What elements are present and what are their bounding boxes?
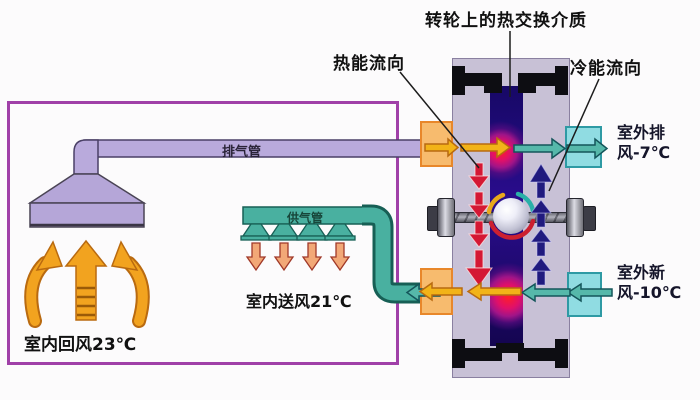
- label-indoor-supply-air: 室内送风21℃: [246, 292, 352, 311]
- label-supply-duct: 供气管: [287, 211, 324, 225]
- unit-flange: [518, 73, 559, 86]
- wheel-hub-sphere: [493, 198, 529, 234]
- leader-lines: [399, 31, 600, 192]
- warm-air-arrows-top: [424, 136, 512, 159]
- unit-flange: [496, 343, 524, 353]
- right-arrow-icon: [424, 137, 460, 158]
- label-outdoor-fresh: 室外新 风-10℃: [617, 263, 682, 302]
- down-arrow-icon: [301, 242, 323, 272]
- right-arrow-icon: [513, 137, 567, 160]
- rotation-ring-icon: [486, 191, 536, 240]
- label-cold-energy-flow: 冷能流向: [570, 59, 642, 79]
- left-arrow-icon: [566, 282, 613, 303]
- axle-bearing-left: [437, 198, 455, 237]
- down-arrow-icon: [245, 242, 267, 272]
- warm-air-arrows-bottom: [418, 281, 522, 302]
- supply-pipe: [360, 204, 420, 304]
- left-arrow-icon: [418, 281, 463, 302]
- room-outline: [7, 101, 399, 365]
- leader-line-cold-flow: [548, 78, 600, 192]
- cool-air-arrows-bottom: [405, 282, 613, 303]
- left-arrow-icon: [520, 282, 571, 303]
- down-arrow-icon: [329, 242, 351, 272]
- up-arrowhead-icon: [35, 240, 64, 271]
- label-hot-energy-flow: 热能流向: [333, 54, 405, 74]
- exhaust-pipe: [73, 139, 423, 175]
- up-arrow-icon: [64, 239, 108, 321]
- label-indoor-return-air: 室内回风23℃: [24, 335, 137, 355]
- unit-flange: [461, 348, 502, 361]
- left-arrow-icon: [466, 281, 522, 302]
- axle-bearing-right: [566, 198, 584, 237]
- unit-flange: [484, 85, 502, 93]
- label-outdoor-exhaust: 室外排 风-7℃: [617, 123, 671, 162]
- exhaust-hood: [27, 173, 147, 228]
- label-wheel-medium: 转轮上的热交换介质: [425, 11, 587, 31]
- label-exhaust-duct: 排气管: [222, 145, 262, 160]
- leader-line-hot-flow: [399, 71, 480, 169]
- up-arrowhead-icon: [110, 240, 139, 271]
- return-air-up-arrows: [24, 239, 150, 328]
- cool-air-arrows-top: [513, 137, 609, 160]
- right-arrow-icon: [460, 136, 512, 159]
- supply-air-down-arrows: [245, 242, 351, 272]
- right-arrow-icon: [566, 137, 609, 160]
- unit-flange: [461, 73, 502, 86]
- unit-flange: [518, 85, 536, 93]
- down-arrow-icon: [273, 242, 295, 272]
- supply-diffusers: [240, 223, 356, 241]
- unit-flange: [518, 348, 559, 361]
- heat-flow-down-arrows: [465, 162, 493, 287]
- cold-flow-up-arrows: [529, 163, 553, 286]
